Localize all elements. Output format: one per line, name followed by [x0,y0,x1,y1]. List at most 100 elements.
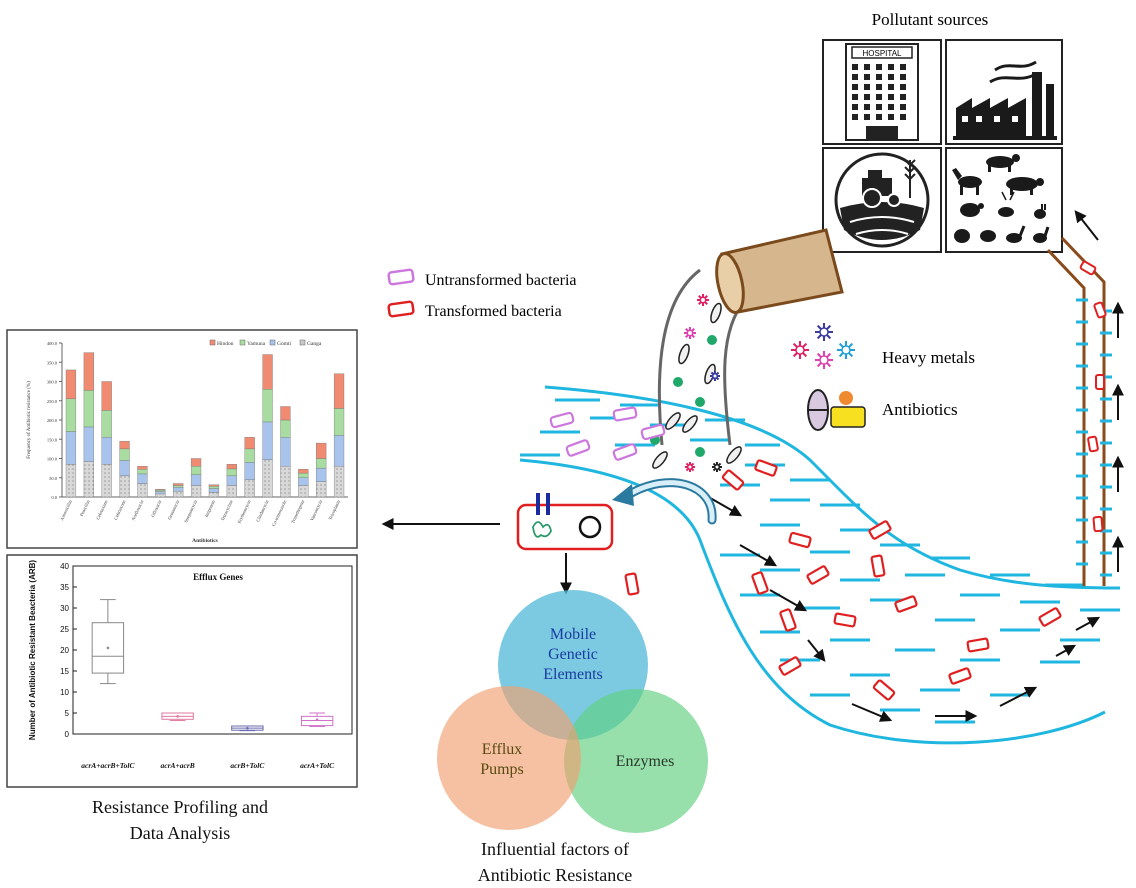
heavy-metals-icon [791,323,855,369]
heavy-metal-particle [815,323,833,341]
box-plot-title: Efflux Genes [193,572,243,582]
transformed-label: Transformed bacteria [425,303,562,320]
bar-segment [190,458,202,467]
transformed-bacterium [868,520,892,540]
heavy-metal-particle [815,351,833,369]
y-tick-label: 250.0 [47,399,58,404]
bar-segment [119,448,130,461]
bar-segment [208,484,220,487]
legend-swatch [209,339,216,346]
bar-segment [298,477,309,486]
venn-title-line2: Antibiotic Resistance [477,865,633,885]
bar-segment [83,461,94,498]
y-axis-label: Frequency of Antibiotic resistance (%) [27,381,32,459]
legend-swatch [269,339,276,346]
bar-segment [226,464,237,470]
hospital-icon: HOSPITAL [822,39,942,145]
transformed-bacterium [624,572,640,596]
y-tick-label: 350.0 [47,360,58,365]
transformed-bacterium [778,656,802,676]
bar-segment [173,491,184,498]
bar-segment [101,437,112,465]
untransformed-bacterium [565,439,591,457]
transformed-bacterium [948,667,972,685]
venn-title: Influential factors of Antibiotic Resist… [430,836,680,888]
flow-arrow [739,544,778,567]
bar-segment [208,488,220,493]
bar-segment [262,459,273,498]
bar-segment [137,466,148,470]
bar-segment [298,485,309,498]
bar-segment [101,464,112,498]
bar-segment [119,440,130,450]
bar-segment [190,466,202,475]
legend-swatch [299,339,306,346]
transformed-bacterium [1079,260,1097,276]
hospital-sign: HOSPITAL [863,49,903,58]
bar-segment [333,466,345,498]
mge-label-line1: Mobile [549,626,597,643]
legend-label: Hindon [217,341,234,347]
bar-segment [298,472,309,478]
flow-arrow [999,686,1038,707]
antibiotics-icon [807,389,866,431]
untransformed-bacteria-swatch [387,268,415,286]
farming-tractor-icon [822,147,942,253]
y-tick-label: 300.0 [47,380,58,385]
x-tick-label: acrA+acrB [160,761,194,770]
box-mean [176,715,179,718]
efflux-label-line2: Pumps [480,761,524,778]
y-tick-label: 30 [60,604,69,613]
bar-segment [173,485,184,488]
box-mean [246,726,249,730]
bar-segment [190,485,202,498]
bar-segment [333,435,345,467]
transformed-bacterium [806,565,830,585]
y-tick-label: 25 [60,625,69,634]
heavy-metal-particle [684,327,696,339]
side-channel [1046,210,1124,586]
contaminant-legend: Heavy metals Antibiotics [791,323,975,431]
resistance-frequency-chart: 0.050.0100.0150.0200.0250.0300.0350.0400… [6,329,358,549]
drain-pipe [657,228,844,446]
bar-segment [280,466,291,498]
box-mean [315,718,319,722]
transformed-bacterium [1038,607,1062,627]
bar-segment [316,442,327,459]
bar-segment [119,460,130,477]
heavy-metal-particle [791,341,809,359]
bar-segment [155,489,166,491]
efflux-circle [437,686,581,830]
nucleoid-icon [578,515,602,539]
pollutant-sources-title: Pollutant sources [872,10,989,29]
y-tick-label: 0.0 [51,495,57,500]
bar-segment [333,408,345,436]
heavy-metal-particle [685,462,695,472]
y-tick-label: 5 [65,709,70,718]
transformed-bacterium [894,595,918,613]
legend-label: Ganga [307,341,322,347]
bar-segment [155,491,166,495]
y-tick-label: 15 [60,667,69,676]
mge-label: Mobile Genetic Elements [528,625,618,685]
transformed-bacterium [721,469,745,491]
untransformed-bacterium [549,411,575,429]
bar-segment [83,390,94,428]
mge-label-line2: Genetic [548,646,598,663]
y-tick-label: 40 [60,562,69,571]
flow-arrow [769,589,808,612]
bar-segment [119,475,130,498]
bar-segment [208,492,220,498]
plasmid-icon [532,521,552,538]
flow-arrow [807,639,826,662]
transformed-bacterium [754,459,778,477]
bar-segment [316,467,327,482]
bar-segment [101,381,112,411]
bar-segment [226,468,237,477]
bar-segment [65,398,77,432]
enzymes-circle [564,689,708,833]
flow-arrow [1075,616,1101,631]
river-flow-arrows [704,494,1101,722]
